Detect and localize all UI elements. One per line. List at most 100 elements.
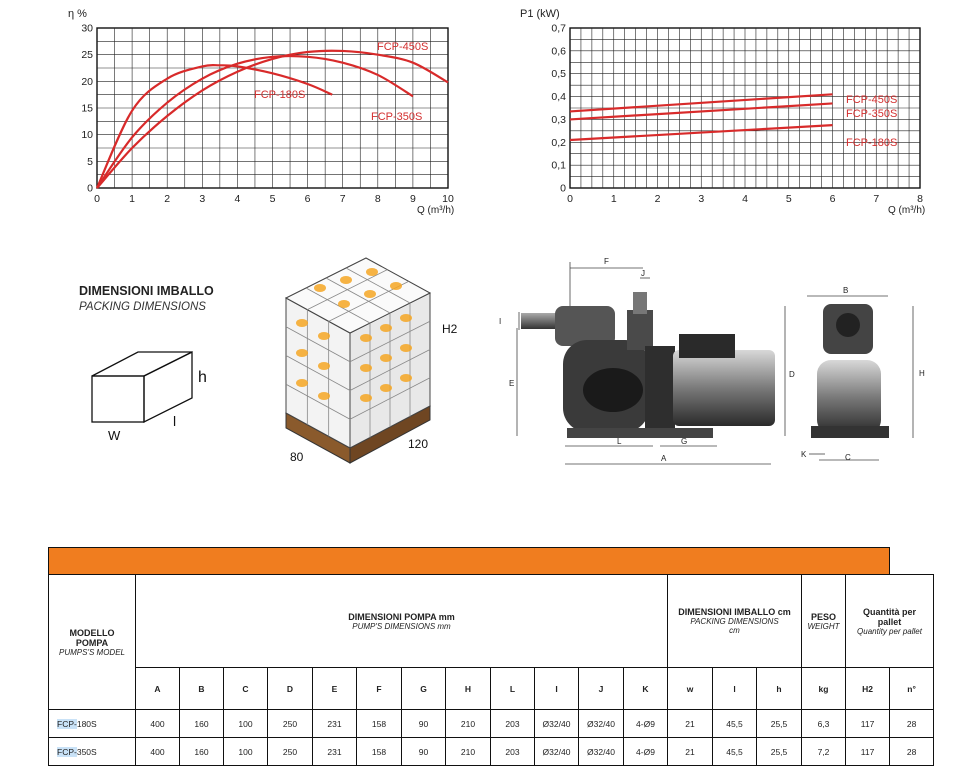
efficiency-xtick: 4 <box>234 193 240 205</box>
cell: 203 <box>490 737 535 766</box>
cell: 25,5 <box>756 709 802 738</box>
column-letter: C <box>223 667 268 710</box>
cell: Ø32/40 <box>578 709 624 738</box>
cell: 210 <box>445 709 491 738</box>
column-letter: E <box>312 667 357 710</box>
pump-dim-c: C <box>845 453 851 462</box>
model-suffix: 350S <box>76 746 97 757</box>
power-xtick: 8 <box>917 193 923 205</box>
cell: 400 <box>135 709 180 738</box>
cell: 400 <box>135 737 180 766</box>
pump-dim-g: G <box>681 437 687 446</box>
qty-header-en: Quantity per pallet <box>857 626 922 636</box>
table-row: FCP-350S 400 160 100 250 231 158 90 210 … <box>48 737 934 766</box>
power-ytick: 0,5 <box>551 68 566 80</box>
power-ytick: 0,4 <box>551 91 566 103</box>
column-letter: I <box>534 667 579 710</box>
column-letter: H2 <box>844 667 891 710</box>
cell: 250 <box>267 709 313 738</box>
peso-header-cell: PESO WEIGHT <box>801 574 846 668</box>
cell: 100 <box>223 709 268 738</box>
power-xtick: 3 <box>698 193 704 205</box>
pump-dim-h: H <box>919 369 925 378</box>
column-letter: l <box>712 667 757 710</box>
pallet-label-120: 120 <box>408 437 428 451</box>
efficiency-label-fcp-180s: FCP-180S <box>254 89 305 101</box>
cell: 100 <box>223 737 268 766</box>
power-curve-fcp-350s <box>569 102 833 121</box>
cell: 21 <box>667 737 713 766</box>
cell: 250 <box>267 737 313 766</box>
efficiency-curve-fcp-180s <box>95 63 333 189</box>
efficiency-label-fcp-350s: FCP-350S <box>371 111 422 123</box>
power-xtick: 7 <box>873 193 879 205</box>
column-letter: G <box>401 667 446 710</box>
efficiency-curve-fcp-450s <box>96 49 449 189</box>
cell: Ø32/40 <box>534 709 579 738</box>
column-letter: h <box>756 667 802 710</box>
column-letter: K <box>623 667 668 710</box>
efficiency-xtick: 1 <box>129 193 135 205</box>
pack-header: DIMENSIONI IMBALLO cm <box>678 607 791 617</box>
power-ytick: 0 <box>560 183 566 195</box>
efficiency-ytick: 5 <box>87 156 93 168</box>
efficiency-xtick: 8 <box>375 193 381 205</box>
pump-dim-b: B <box>843 286 848 295</box>
power-curve-fcp-450s <box>569 93 833 113</box>
cell: 231 <box>312 737 357 766</box>
pump-drawing: F J I E D L G A B H K C <box>499 257 925 465</box>
column-letter: n° <box>889 667 934 710</box>
pump-dim-header-en: PUMP'S DIMENSIONS mm <box>352 621 451 631</box>
cell: 90 <box>401 737 446 766</box>
power-xtick: 0 <box>567 193 573 205</box>
cell: 117 <box>844 709 891 738</box>
cell: 158 <box>356 737 402 766</box>
power-label-fcp-180s: FCP-180S <box>846 137 897 149</box>
model-cell: FCP-350S <box>48 737 136 766</box>
efficiency-xtick: 9 <box>410 193 416 205</box>
efficiency-ytick: 10 <box>81 129 93 141</box>
cell: 4-Ø9 <box>623 709 668 738</box>
power-chart: P1 (kW) Q (m³/h) 00,10,20,30,40,50,60,7 … <box>520 8 925 216</box>
cell: 90 <box>401 709 446 738</box>
model-cell: FCP-180S <box>48 709 136 738</box>
box-diagram: h W l <box>91 350 207 443</box>
column-letter: kg <box>801 667 846 710</box>
pump-dim-l: L <box>617 437 622 446</box>
model-prefix: FCP- <box>57 718 77 729</box>
column-letter: w <box>667 667 713 710</box>
model-header-cell: MODELLO POMPA PUMPS'S MODEL <box>48 574 136 710</box>
column-letter: F <box>356 667 402 710</box>
power-xtick: 5 <box>786 193 792 205</box>
power-chart-ylabel: P1 (kW) <box>520 8 560 20</box>
efficiency-chart-grid <box>96 27 449 189</box>
pump-dim-header-cell: DIMENSIONI POMPA mm PUMP'S DIMENSIONS mm <box>135 574 668 668</box>
efficiency-ytick: 0 <box>87 183 93 195</box>
efficiency-xtick: 10 <box>442 193 454 205</box>
cell: 45,5 <box>712 709 757 738</box>
pack-header-en: PACKING DIMENSIONS cm <box>690 617 779 635</box>
cell: 28 <box>889 737 934 766</box>
power-ytick: 0,7 <box>551 23 566 35</box>
power-xtick: 1 <box>611 193 617 205</box>
cell: 45,5 <box>712 737 757 766</box>
pallet-diagram: H2 80 120 <box>284 257 458 464</box>
efficiency-xtick: 3 <box>199 193 205 205</box>
efficiency-chart-ylabel: η % <box>68 8 87 20</box>
cell: 28 <box>889 709 934 738</box>
pump-dim-header: DIMENSIONI POMPA mm <box>348 611 455 622</box>
model-suffix: 180S <box>76 718 97 729</box>
efficiency-xtick: 0 <box>94 193 100 205</box>
power-xtick: 6 <box>830 193 836 205</box>
pump-dim-e: E <box>509 379 514 388</box>
specs-table: MODELLO POMPA PUMPS'S MODEL DIMENSIONI P… <box>47 547 934 766</box>
cell: 117 <box>844 737 891 766</box>
cell: 160 <box>179 709 224 738</box>
pump-dim-k: K <box>801 450 807 459</box>
box-label-w: W <box>108 428 121 443</box>
pallet-label-80: 80 <box>290 450 304 464</box>
column-letter: H <box>445 667 491 710</box>
peso-header: PESO <box>810 611 836 622</box>
pump-dim-i: I <box>499 317 501 326</box>
